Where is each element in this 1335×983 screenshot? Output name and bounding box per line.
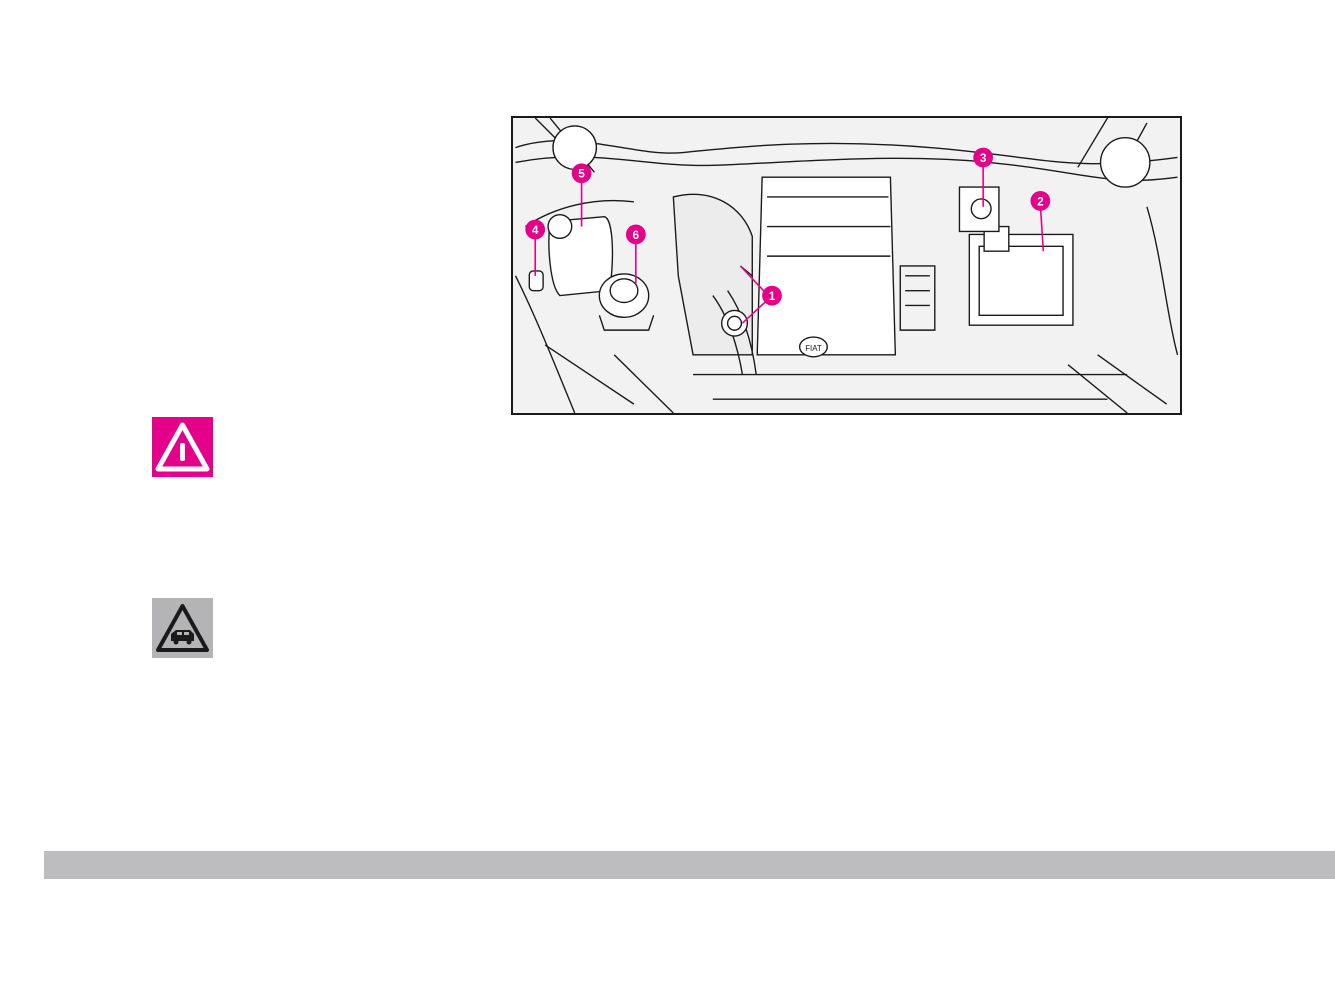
callout-3: 3 bbox=[973, 148, 993, 168]
callout-1: 1 bbox=[762, 286, 782, 306]
callout-2-label: 2 bbox=[1037, 194, 1044, 208]
callout-4-label: 4 bbox=[532, 223, 539, 237]
callout-6: 6 bbox=[626, 225, 646, 245]
engine-bay-drawing: FIAT 1 2 3 4 5 bbox=[513, 118, 1180, 413]
callout-3-label: 3 bbox=[980, 151, 987, 165]
engine-bay-figure: FIAT 1 2 3 4 5 bbox=[511, 116, 1182, 415]
warning-triangle-icon bbox=[152, 417, 213, 477]
footer-bar bbox=[44, 851, 1335, 879]
callout-2: 2 bbox=[1031, 191, 1051, 211]
vehicle-environment-icon bbox=[152, 598, 213, 658]
engine-bay-linework bbox=[515, 118, 1177, 413]
engine-logo-text: FIAT bbox=[805, 344, 822, 353]
callout-5: 5 bbox=[572, 163, 592, 183]
callout-5-label: 5 bbox=[578, 167, 585, 181]
callout-6-label: 6 bbox=[633, 228, 640, 242]
callout-1-label: 1 bbox=[769, 289, 776, 303]
callout-4: 4 bbox=[525, 220, 545, 240]
